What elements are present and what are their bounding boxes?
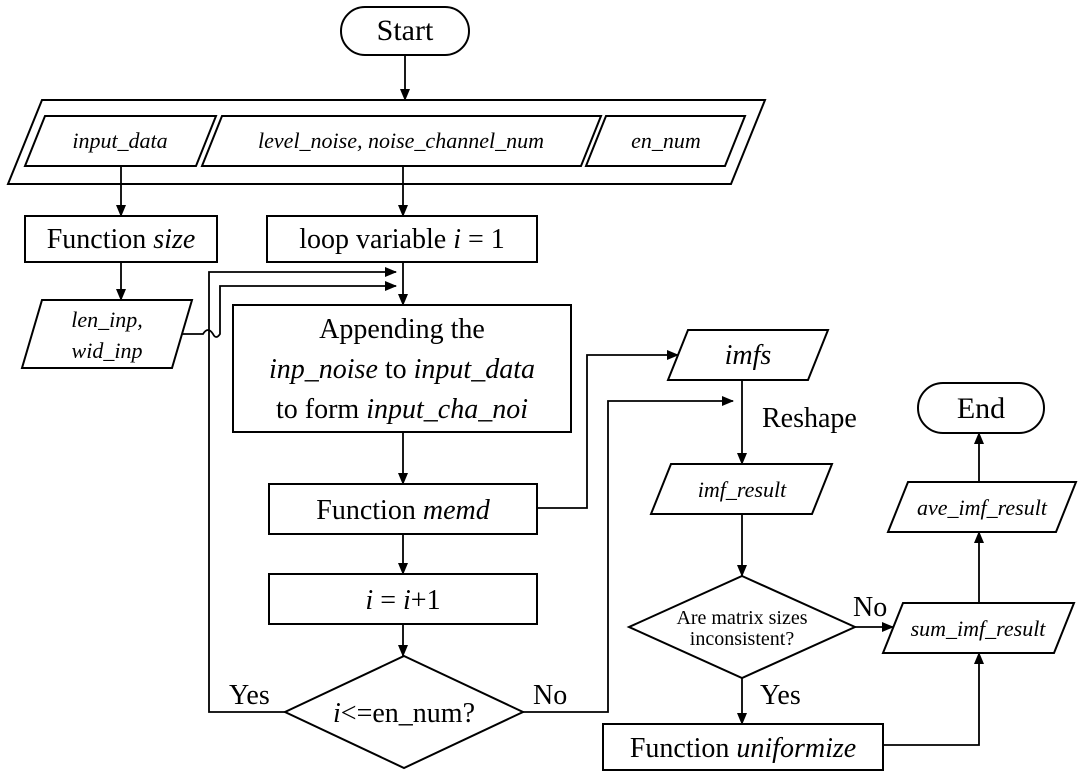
function-size-label: Function size (47, 224, 196, 255)
function-uniformize-label: Function uniformize (630, 733, 856, 764)
en-num-parallelogram (584, 115, 747, 167)
arrow-uniformize-to-sum (883, 652, 984, 746)
loop-variable-label: loop variable i = 1 (299, 224, 505, 255)
function-uniformize-box (602, 723, 884, 771)
imf-result-label: imf_result (698, 477, 787, 502)
level-noise-label: level_noise, noise_channel_num (258, 128, 544, 153)
input-data-label: input_data (72, 128, 167, 153)
yes-matrix-label: Yes (760, 680, 801, 711)
no-matrix-label: No (853, 592, 887, 623)
append-line-1: Appending the (319, 314, 485, 345)
arrow-condition-no (523, 396, 734, 713)
matrix-question-line-1: Are matrix sizes (676, 607, 807, 629)
arrow-memd-to-imfs (537, 350, 679, 509)
yes-loop-label: Yes (229, 680, 270, 711)
arrow-loop-yes-back (208, 267, 397, 713)
sum-imf-result-parallelogram (881, 602, 1076, 654)
end-label: End (957, 392, 1005, 425)
increment-label: i = i+1 (365, 585, 440, 616)
en-num-label: en_num (631, 128, 701, 153)
imfs-label: imfs (725, 340, 772, 371)
imf-result-parallelogram (649, 463, 834, 515)
ave-imf-result-parallelogram (886, 481, 1078, 533)
append-line-2: inp_noise to input_data (269, 354, 535, 385)
len-inp-label: len_inp, (71, 307, 143, 332)
loop-condition-label: i<=en_num? (333, 698, 475, 729)
ave-imf-result-label: ave_imf_result (917, 495, 1048, 520)
loop-condition-diamond (282, 654, 526, 770)
wid-inp-label: wid_inp (72, 338, 143, 363)
start-label: Start (377, 14, 434, 47)
arrow-len-inp-to-append (182, 281, 397, 338)
sum-imf-result-label: sum_imf_result (911, 616, 1047, 641)
input-data-parallelogram (23, 115, 218, 167)
matrix-question-line-2: inconsistent? (690, 628, 795, 650)
imfs-parallelogram (666, 329, 830, 381)
append-line-3: to form input_cha_noi (276, 394, 528, 425)
level-noise-parallelogram (200, 115, 603, 167)
function-memd-label: Function memd (316, 495, 490, 526)
len-inp-parallelogram (20, 299, 194, 369)
no-loop-label: No (533, 680, 567, 711)
reshape-label: Reshape (762, 403, 857, 434)
